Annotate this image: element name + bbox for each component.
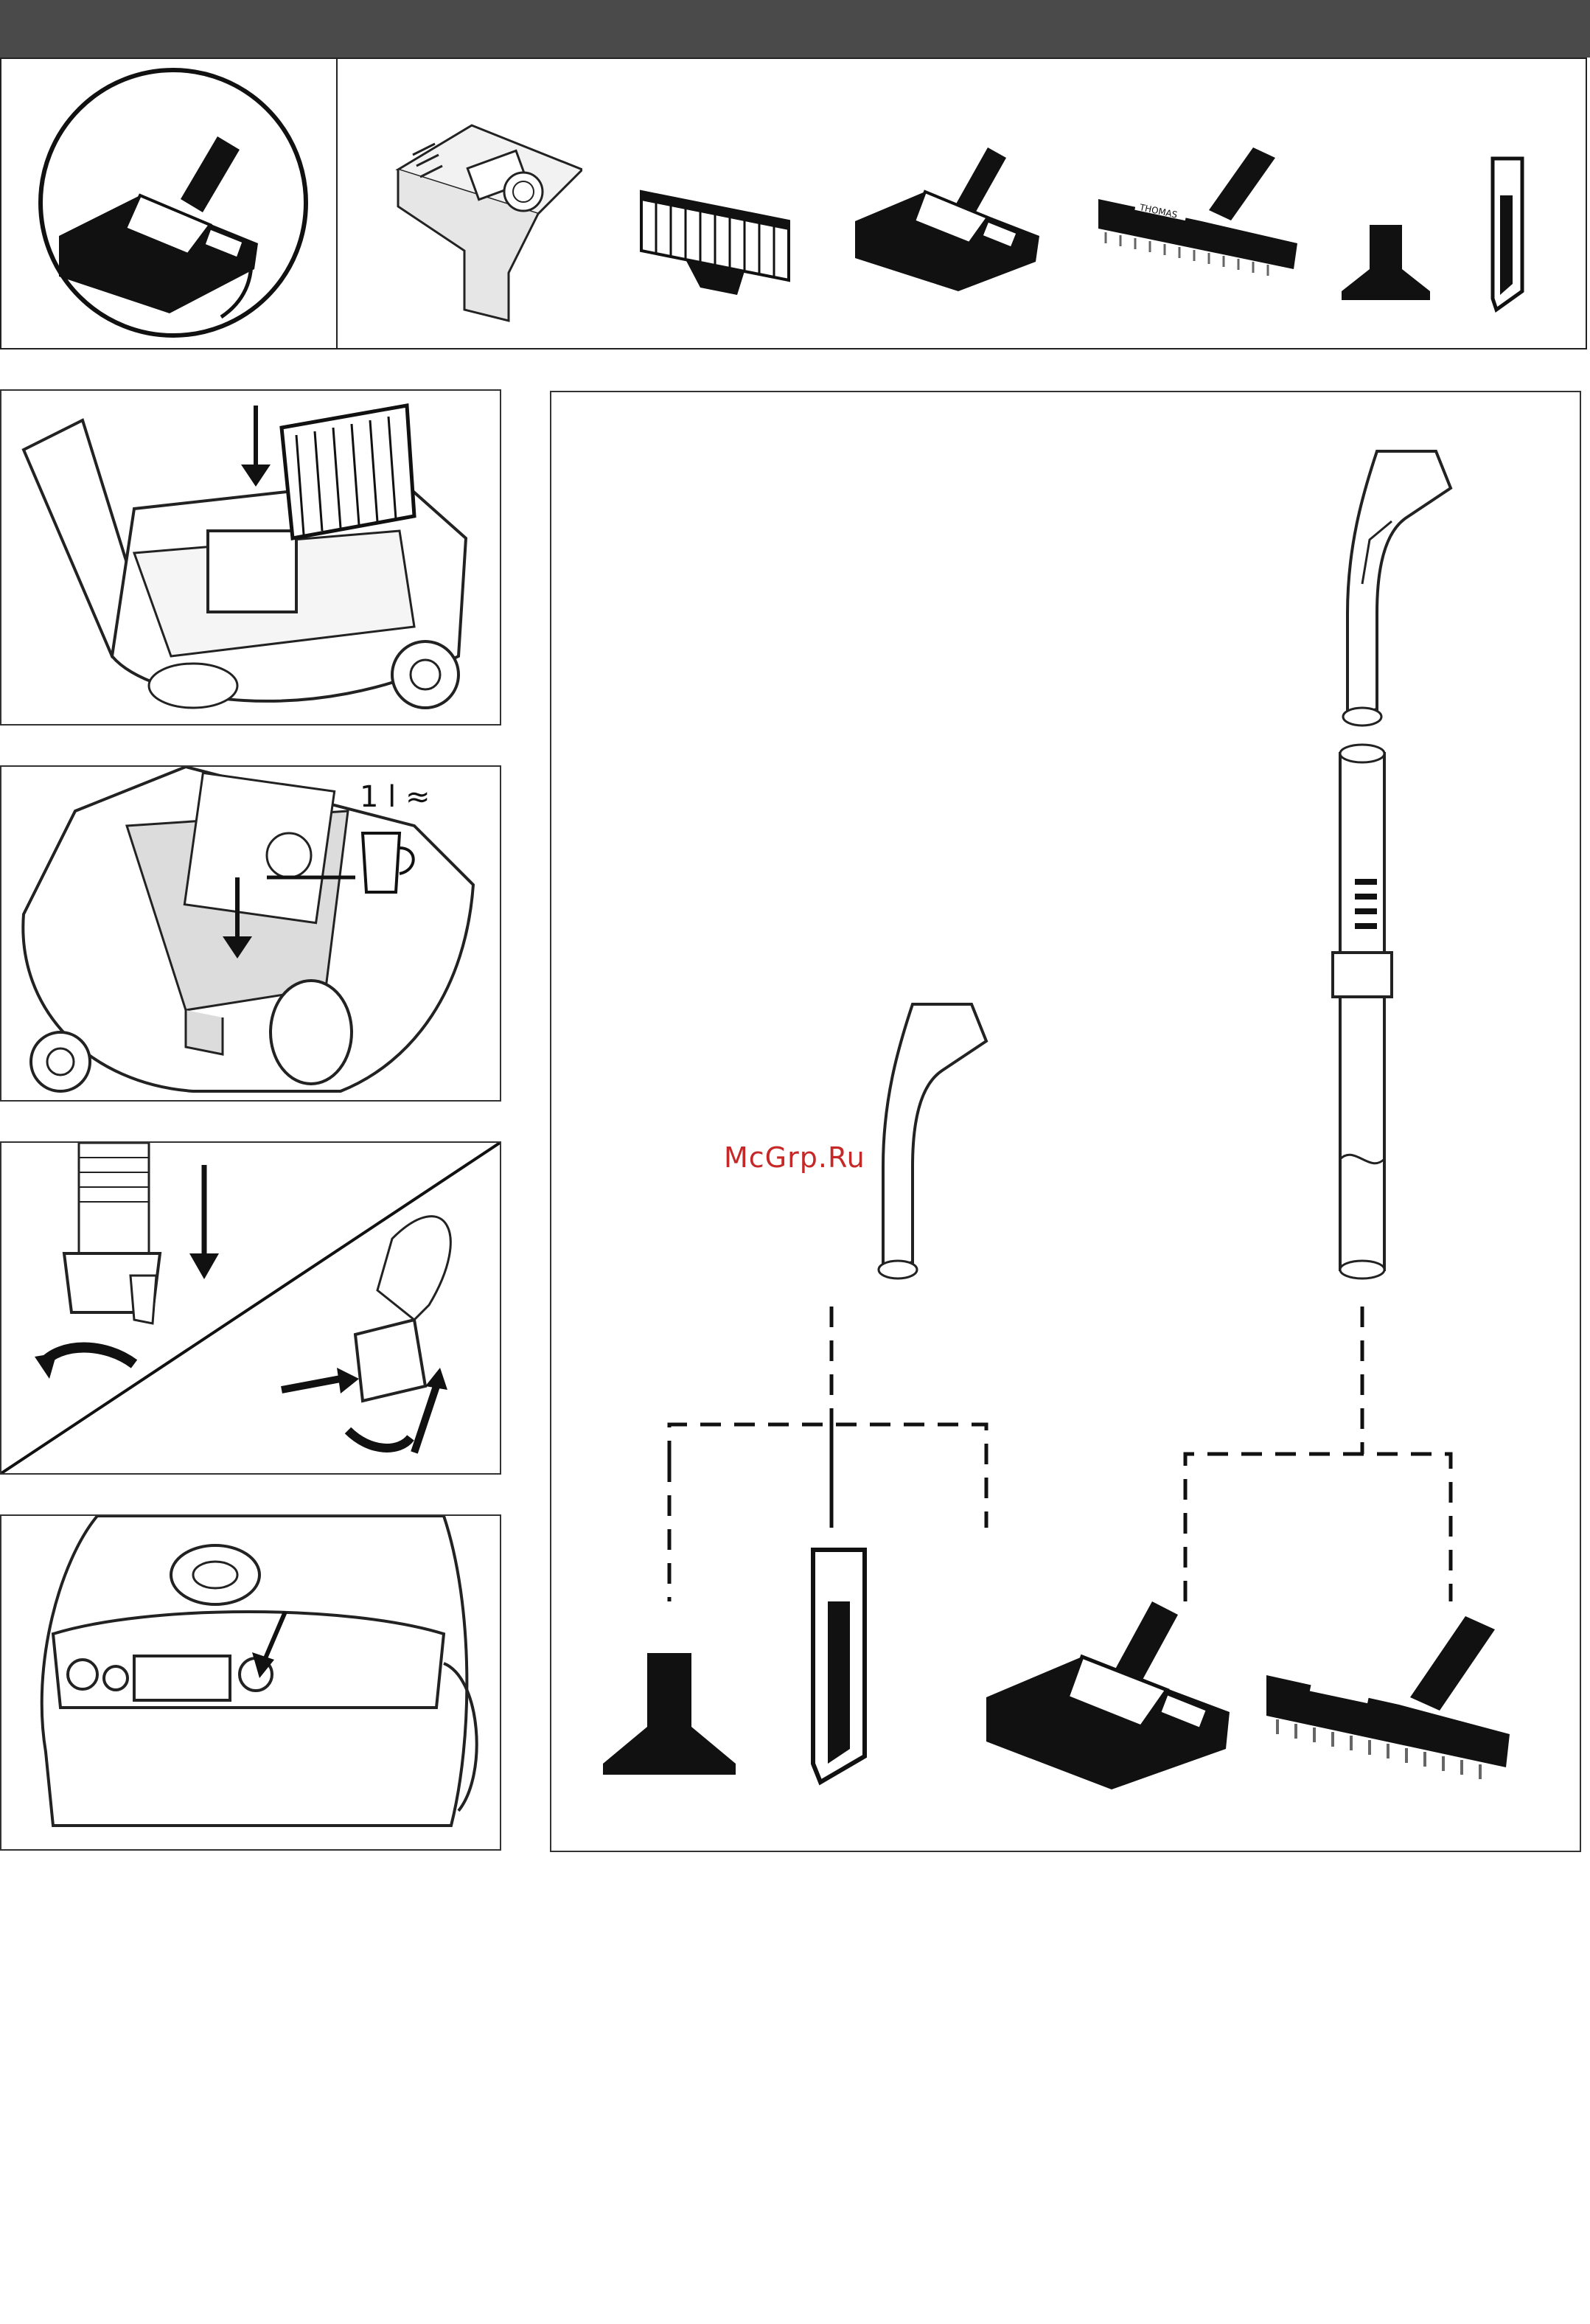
- upholstery-nozzle-icon: [603, 1653, 736, 1775]
- featured-floor-nozzle-icon: [29, 66, 317, 339]
- aqua-box-icon: [383, 111, 582, 324]
- strip-divider: [336, 59, 338, 349]
- hose-handle-right: [1343, 451, 1451, 726]
- hose-handle-left: [879, 1004, 986, 1278]
- watermark-text: McGrp.Ru: [724, 1141, 865, 1174]
- floor-nozzle-icon: [986, 1601, 1230, 1789]
- crevice-nozzle-strip-icon: [1482, 151, 1533, 313]
- assembly-panel: [550, 391, 1581, 1852]
- cup-volume-label: 1 l ≈: [360, 780, 430, 814]
- step-1-panel: [0, 389, 501, 726]
- extension-tube: [1333, 745, 1392, 1278]
- upholstery-nozzle-strip-icon: [1334, 218, 1437, 306]
- crevice-nozzle-icon: [813, 1550, 865, 1782]
- fill-water-icon: [1, 767, 500, 1100]
- attach-hose-icon: [1, 1143, 500, 1473]
- assembly-diagram: [551, 392, 1580, 1851]
- hepa-filter-icon: [634, 177, 796, 302]
- power-button-icon: [1, 1516, 500, 1849]
- step-4-panel: [0, 1514, 501, 1851]
- header-bar: [0, 0, 1590, 58]
- insert-filter-icon: [1, 391, 500, 724]
- parquet-brush-strip-icon: THOMAS: [1091, 140, 1312, 302]
- step-3-panel: [0, 1141, 501, 1475]
- step-2-panel: 1 l ≈: [0, 765, 501, 1102]
- floor-nozzle-strip-icon: [848, 140, 1047, 295]
- connector-lines-right: [1185, 1307, 1451, 1601]
- parquet-brush-icon: [1266, 1616, 1510, 1779]
